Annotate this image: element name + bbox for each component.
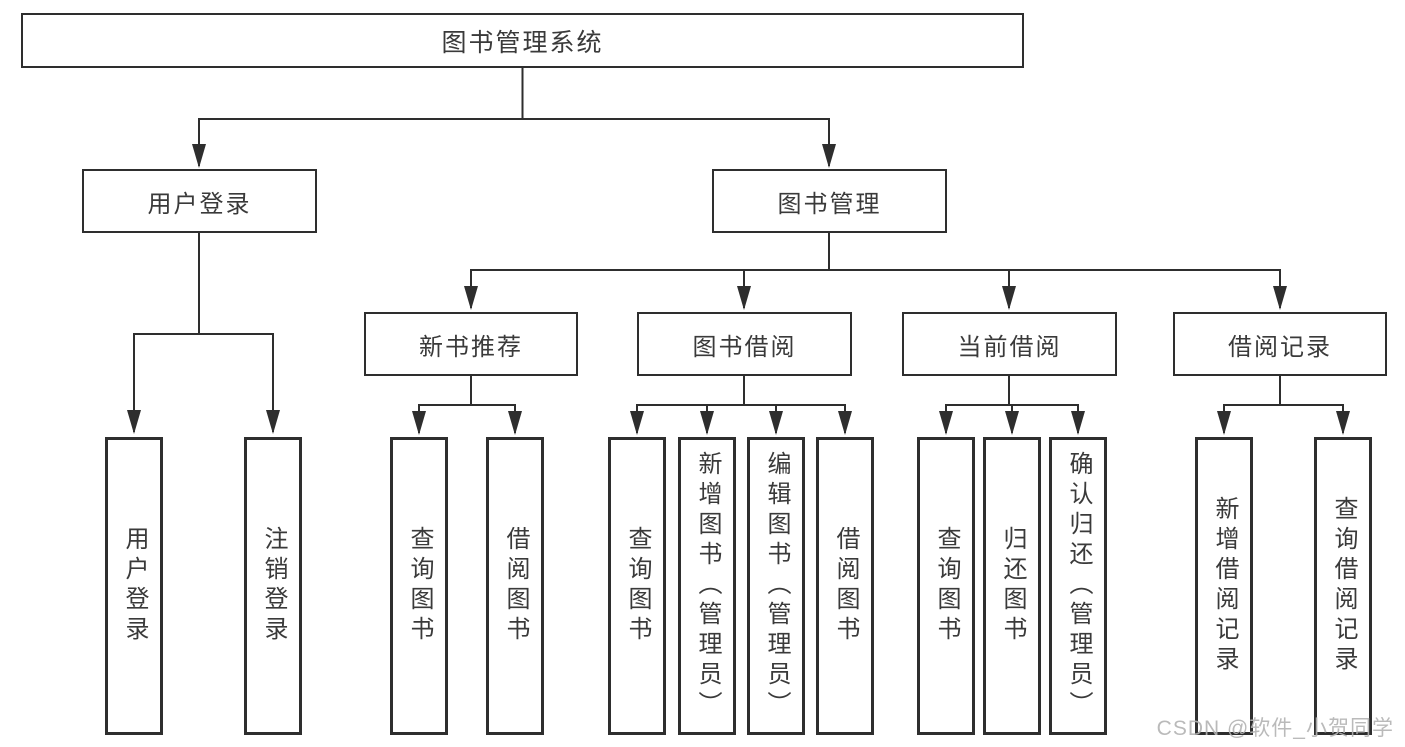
leaf-bb-borrow-books: 借阅图书 — [816, 437, 874, 735]
leaf-rec-query-books: 查询图书 — [390, 437, 448, 735]
node-borrowing-records: 借阅记录 — [1173, 312, 1387, 376]
node-book-management: 图书管理 — [712, 169, 947, 233]
leaf-bb-query-books: 查询图书 — [608, 437, 666, 735]
node-current-borrowing: 当前借阅 — [902, 312, 1117, 376]
leaf-user-login: 用户登录 — [105, 437, 163, 735]
leaf-bb-edit-books-admin: 编辑图书（管理员） — [747, 437, 805, 735]
leaf-bb-add-books-admin: 新增图书（管理员） — [678, 437, 736, 735]
node-new-book-recommendation: 新书推荐 — [364, 312, 578, 376]
leaf-cb-confirm-return-admin: 确认归还（管理员） — [1049, 437, 1107, 735]
leaf-br-add-record: 新增借阅记录 — [1195, 437, 1253, 735]
leaf-logout: 注销登录 — [244, 437, 302, 735]
leaf-rec-borrow-books: 借阅图书 — [486, 437, 544, 735]
node-book-borrowing: 图书借阅 — [637, 312, 852, 376]
node-user-login: 用户登录 — [82, 169, 317, 233]
leaf-cb-return-books: 归还图书 — [983, 437, 1041, 735]
leaf-br-query-record: 查询借阅记录 — [1314, 437, 1372, 735]
node-root-system: 图书管理系统 — [21, 13, 1024, 68]
leaf-cb-query-books: 查询图书 — [917, 437, 975, 735]
csdn-watermark: CSDN @软件_小贺同学 — [1156, 717, 1394, 740]
